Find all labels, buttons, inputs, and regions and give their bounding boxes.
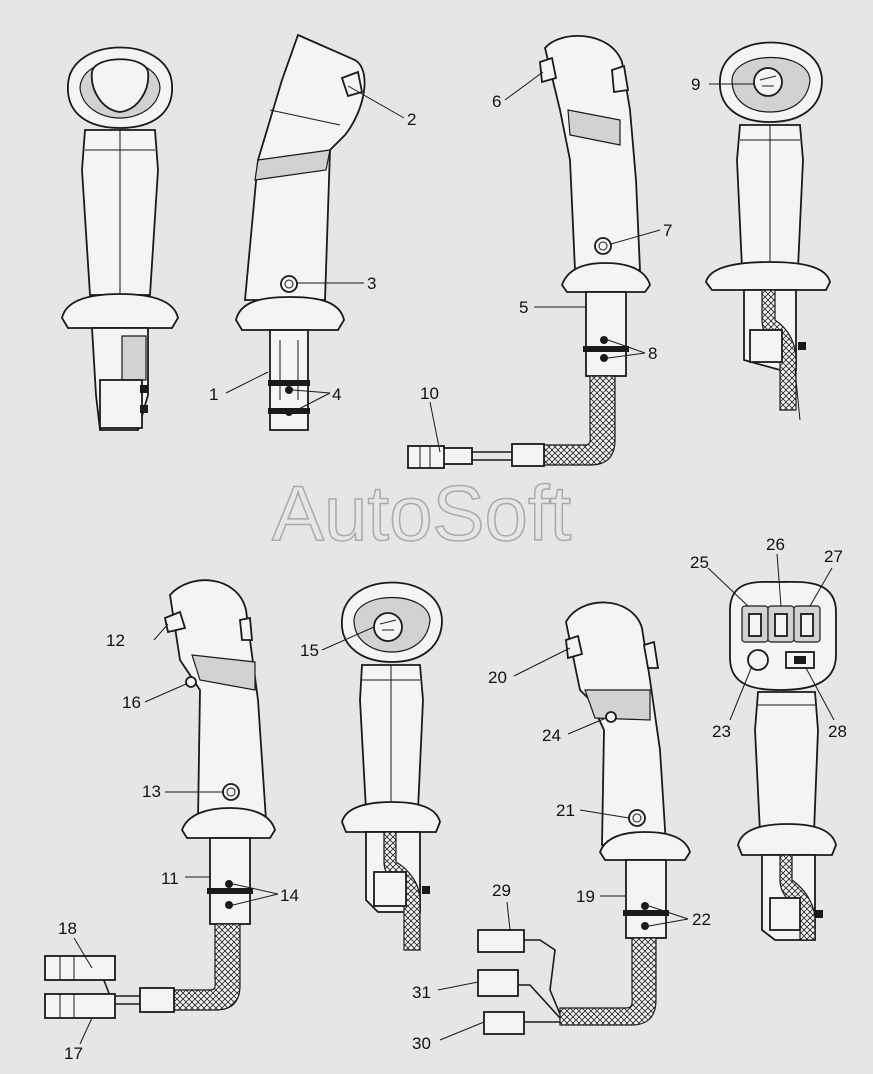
callout-2: 2	[407, 110, 416, 129]
callout-1: 1	[209, 385, 218, 404]
callout-6: 6	[492, 92, 501, 111]
callout-labels: 1 2 3 4 5 6 7 8 9 10 11 12 13 14 15 16 1…	[58, 75, 847, 1063]
callout-22: 22	[692, 910, 711, 929]
callout-21: 21	[556, 801, 575, 820]
watermark-text: AutoSoft	[272, 469, 572, 557]
callout-12: 12	[106, 631, 125, 650]
callout-29: 29	[492, 881, 511, 900]
callout-13: 13	[142, 782, 161, 801]
handle-side-view-c	[407, 35, 651, 469]
callout-5: 5	[519, 298, 528, 317]
callout-31: 31	[412, 983, 431, 1002]
callout-3: 3	[367, 274, 376, 293]
handle-front-view-a	[61, 46, 179, 431]
handle-rear-view-h	[729, 580, 837, 941]
callout-4: 4	[332, 385, 341, 404]
callout-30: 30	[412, 1034, 431, 1053]
handle-side-view-b	[235, 33, 366, 431]
callout-18: 18	[58, 919, 77, 938]
callout-10: 10	[420, 384, 439, 403]
handle-side-view-e	[44, 579, 276, 1019]
callout-26: 26	[766, 535, 785, 554]
callout-28: 28	[828, 722, 847, 741]
callout-19: 19	[576, 887, 595, 906]
callout-14: 14	[280, 886, 299, 905]
callout-25: 25	[690, 553, 709, 572]
callout-16: 16	[122, 693, 141, 712]
callout-7: 7	[663, 221, 672, 240]
callout-11: 11	[161, 869, 179, 888]
callout-15: 15	[300, 641, 319, 660]
callout-23: 23	[712, 722, 731, 741]
callout-8: 8	[648, 344, 657, 363]
handle-side-view-g	[477, 601, 691, 1035]
callout-9: 9	[691, 75, 700, 94]
callout-20: 20	[488, 668, 507, 687]
callout-24: 24	[542, 726, 561, 745]
handle-front-view-f	[341, 581, 443, 951]
callout-17: 17	[64, 1044, 83, 1063]
leader-lines	[73, 71, 835, 1045]
handle-rear-view-d	[705, 41, 831, 421]
callout-27: 27	[824, 547, 843, 566]
